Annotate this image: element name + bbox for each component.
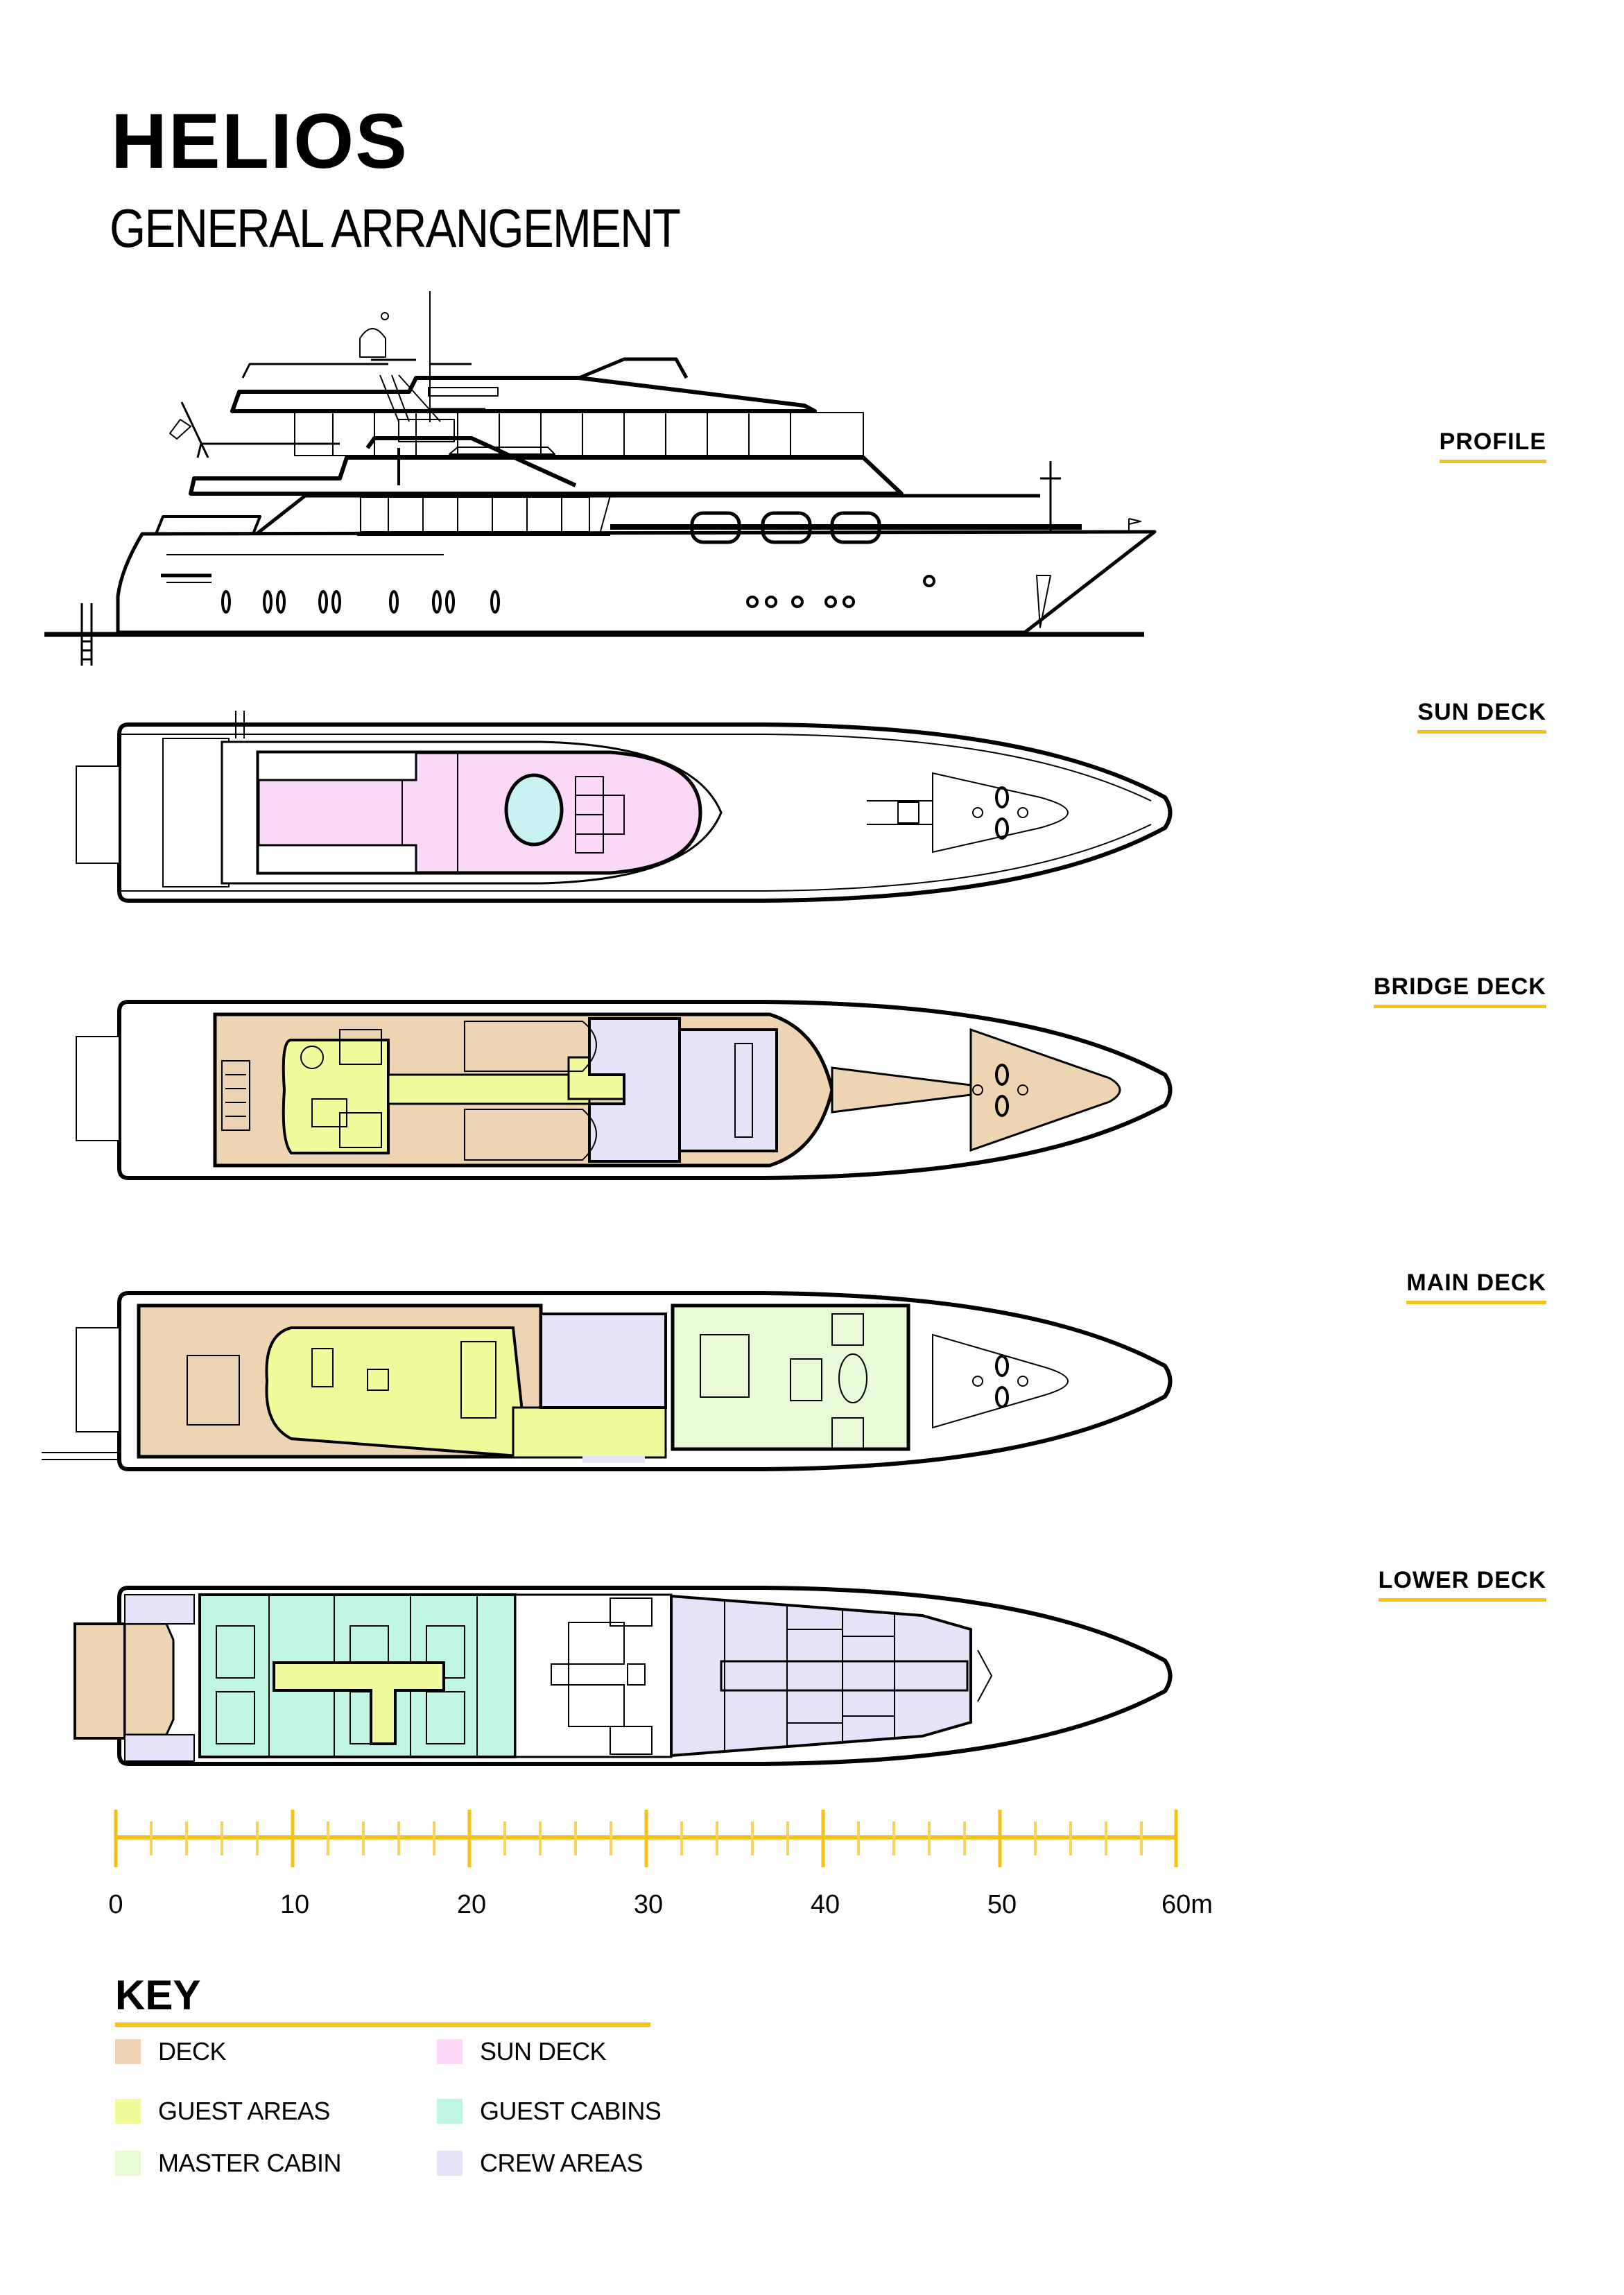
lower-deck-plan (74, 1588, 1171, 1764)
bridge-deck-plan (76, 1002, 1171, 1178)
sun-deck-label: SUN DECK (1417, 700, 1546, 734)
scale-bar (114, 1810, 1178, 1867)
key-item-crew-areas: CREW AREAS (437, 2150, 643, 2176)
key-item-label: SUN DECK (480, 2037, 607, 2066)
key-item-sun-deck: SUN DECK (437, 2037, 607, 2066)
key-item-label: CREW AREAS (480, 2149, 643, 2177)
lower-deck-label: LOWER DECK (1378, 1568, 1546, 1602)
bridge-deck-label: BRIDGE DECK (1373, 975, 1546, 1008)
main-deck-plan (42, 1293, 1171, 1469)
key-item-master-cabin: MASTER CABIN (115, 2149, 342, 2177)
scale-tick-label: 30 (633, 1890, 664, 1919)
scale-tick-label: 40 (810, 1890, 840, 1919)
scale-tick-label: 60m (1161, 1890, 1213, 1919)
profile-drawing (44, 291, 1157, 666)
scale-tick-label: 0 (108, 1890, 123, 1919)
profile-label: PROFILE (1439, 430, 1546, 463)
guest-cabins-swatch (437, 2099, 463, 2124)
key-item-label: GUEST AREAS (158, 2097, 330, 2125)
crew-areas-swatch (437, 2151, 463, 2176)
key-item-label: GUEST CABINS (480, 2097, 662, 2125)
guest-areas-swatch (115, 2099, 141, 2124)
page-subtitle: GENERAL ARRANGEMENT (110, 198, 681, 259)
key-title: KEY (115, 1972, 201, 2018)
key-item-label: DECK (158, 2037, 227, 2066)
scale-tick-label: 20 (456, 1890, 487, 1919)
deck-swatch (115, 2039, 141, 2064)
scale-tick-label: 10 (279, 1890, 310, 1919)
key-divider (115, 2023, 650, 2027)
key-item-guest-cabins: GUEST CABINS (437, 2097, 662, 2125)
sun-deck-plan (76, 711, 1171, 901)
master-cabin-swatch (115, 2151, 141, 2176)
key-item-label: MASTER CABIN (158, 2149, 342, 2177)
sun-deck-swatch (437, 2039, 463, 2064)
scale-tick-label: 50 (987, 1890, 1017, 1919)
key-item-guest-areas: GUEST AREAS (115, 2098, 330, 2124)
page-title: HELIOS (111, 98, 408, 184)
key-item-deck: DECK (115, 2037, 227, 2066)
main-deck-label: MAIN DECK (1406, 1271, 1546, 1304)
